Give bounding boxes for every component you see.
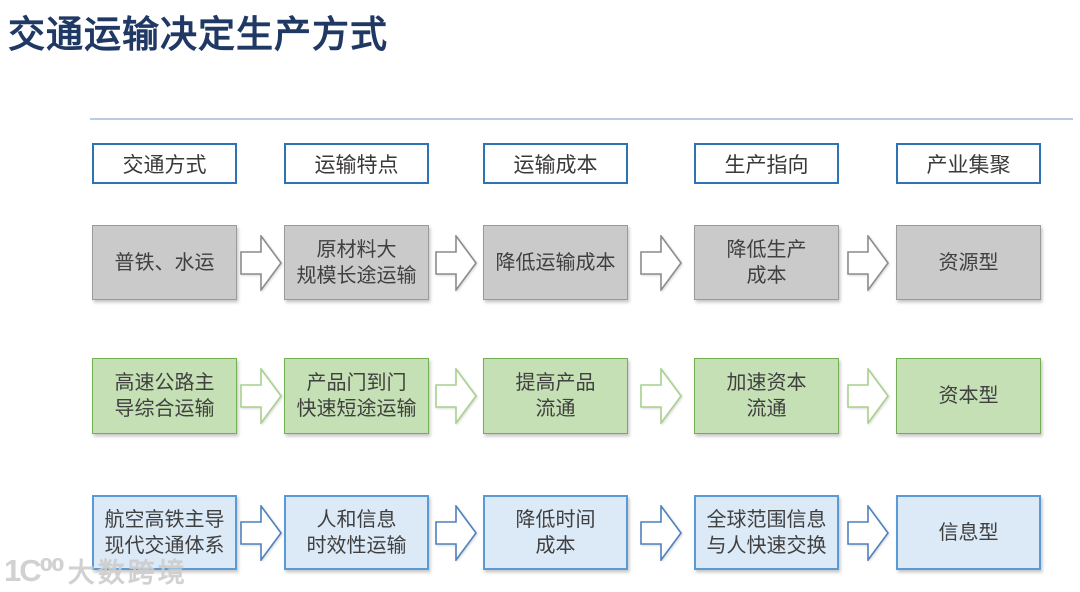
right-arrow-icon xyxy=(640,504,682,561)
right-arrow-icon xyxy=(435,504,477,561)
right-arrow-icon xyxy=(846,234,889,291)
flow-box: 高速公路主 导综合运输 xyxy=(92,358,237,434)
right-arrow-icon xyxy=(640,234,682,291)
flow-box-result: 资本型 xyxy=(896,358,1041,434)
flow-box: 普铁、水运 xyxy=(92,225,237,300)
column-header-industry-cluster: 产业集聚 xyxy=(896,143,1041,184)
right-arrow-icon xyxy=(846,368,889,424)
right-arrow-icon xyxy=(239,504,282,561)
column-header-transport-mode: 交通方式 xyxy=(92,143,237,184)
flow-box: 人和信息 时效性运输 xyxy=(284,495,429,570)
right-arrow-icon xyxy=(846,504,889,561)
flow-box: 原材料大 规模长途运输 xyxy=(284,225,429,300)
right-arrow-icon xyxy=(435,234,477,291)
column-header-production-aim: 生产指向 xyxy=(694,143,839,184)
right-arrow-icon xyxy=(640,368,682,424)
title-divider xyxy=(90,118,1073,120)
right-arrow-icon xyxy=(239,368,282,424)
flow-diagram: 交通方式 运输特点 运输成本 生产指向 产业集聚 普铁、水运 原材料大 规模长途… xyxy=(92,143,1041,570)
flow-box: 产品门到门 快速短途运输 xyxy=(284,358,429,434)
right-arrow-icon xyxy=(435,368,477,424)
right-arrow-icon xyxy=(239,234,282,291)
column-header-transport-cost: 运输成本 xyxy=(483,143,628,184)
flow-box-result: 资源型 xyxy=(896,225,1041,300)
flow-box: 降低时间 成本 xyxy=(483,495,628,570)
watermark-logo-icon: 1Ϲ⁰⁰ xyxy=(4,552,65,588)
flow-box: 航空高铁主导 现代交通体系 xyxy=(92,495,237,570)
watermark-text: 大数跨境 xyxy=(67,558,188,588)
flow-box-result: 信息型 xyxy=(896,495,1041,570)
flow-box: 全球范围信息 与人快速交换 xyxy=(694,495,839,570)
flow-box: 降低生产 成本 xyxy=(694,225,839,300)
column-header-transport-traits: 运输特点 xyxy=(284,143,429,184)
flow-box: 降低运输成本 xyxy=(483,225,628,300)
watermark: 1Ϲ⁰⁰ 大数跨境 xyxy=(4,551,188,590)
flow-box: 加速资本 流通 xyxy=(694,358,839,434)
flow-box: 提高产品 流通 xyxy=(483,358,628,434)
page-title: 交通运输决定生产方式 xyxy=(8,14,388,55)
